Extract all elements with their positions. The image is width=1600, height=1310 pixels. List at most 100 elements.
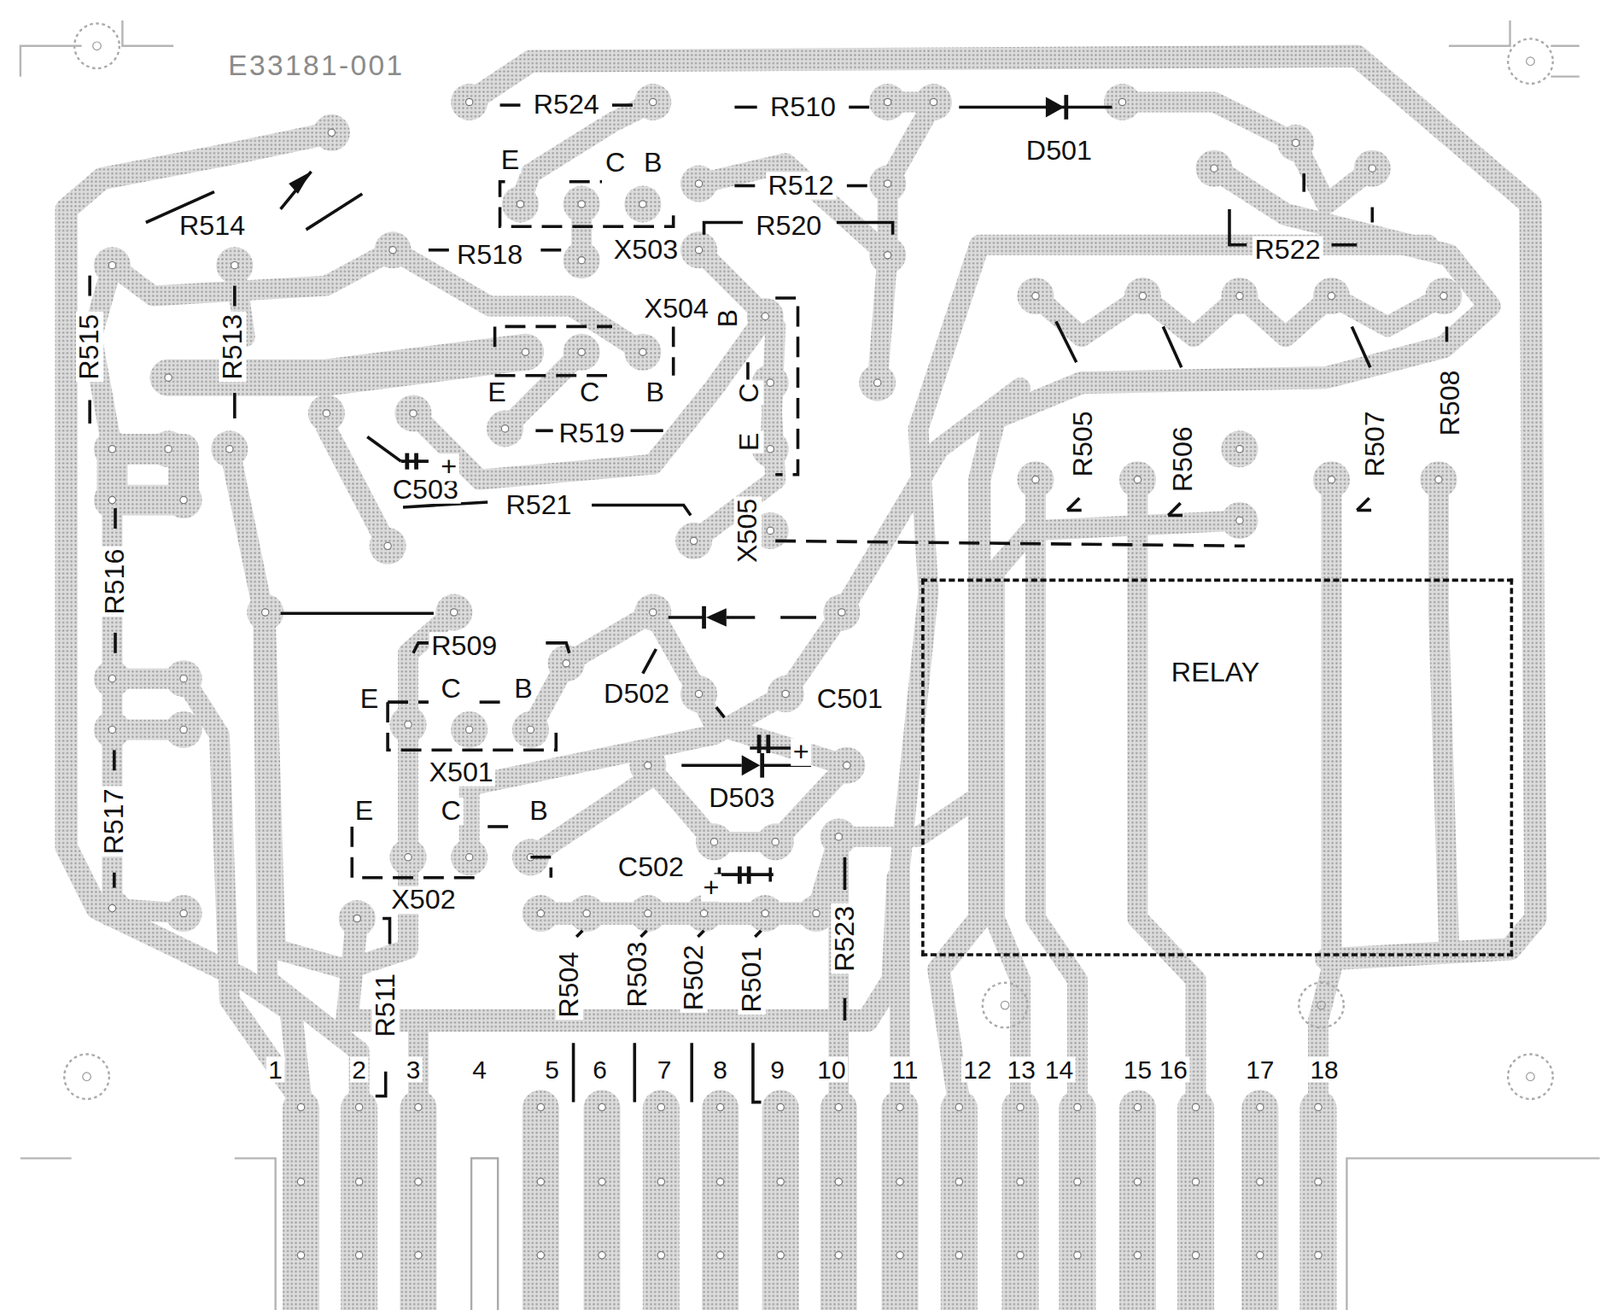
component-symbol (1063, 94, 1069, 120)
relay-outline: RELAY (921, 578, 1513, 957)
drill-hole (466, 725, 473, 733)
copper-trace (1035, 479, 1078, 1103)
solder-pad (394, 394, 432, 432)
copper-trace (530, 612, 653, 730)
finger-via (297, 1103, 304, 1110)
solder-pad (869, 83, 906, 121)
leader-line (630, 428, 664, 433)
finger-via (716, 1178, 724, 1186)
drill-hole (180, 674, 187, 682)
board-edge (1346, 1157, 1600, 1310)
drill-hole (231, 262, 239, 269)
finger-via (1016, 1103, 1024, 1110)
part-label: R520 (753, 212, 824, 240)
mounting-holes (64, 23, 1554, 1099)
finger-via (1074, 1103, 1081, 1110)
drill-hole (1236, 516, 1244, 524)
part-label: R505 (1069, 408, 1098, 479)
diode-symbol (1045, 97, 1065, 118)
finger-via (355, 1178, 363, 1186)
solder-pad (767, 675, 805, 713)
drill-hole (1236, 445, 1244, 453)
copper-trace (346, 877, 898, 1021)
drill-hole (689, 537, 697, 544)
edge-finger (701, 1089, 739, 1310)
transistor-outline (671, 326, 676, 375)
part-label: E (498, 145, 521, 174)
drill-hole (1118, 98, 1126, 106)
board-edge (1448, 20, 1511, 47)
solder-pad (507, 333, 544, 371)
relay-label: RELAY (1168, 659, 1262, 687)
drill-hole (812, 909, 820, 917)
solder-pad (563, 185, 601, 222)
drill-hole (883, 251, 891, 259)
board-outline (20, 20, 1600, 1310)
leader-line (1356, 497, 1369, 510)
mounting-hole (1507, 38, 1554, 84)
leader-line (734, 105, 757, 110)
leader-line (572, 1042, 576, 1102)
leader-line (280, 171, 312, 210)
pin-number: 9 (768, 1056, 787, 1082)
drill-hole (180, 496, 187, 503)
leader-line (375, 1071, 386, 1097)
finger-via (835, 1251, 842, 1259)
drill-hole (883, 180, 891, 187)
finger-via (1191, 1178, 1199, 1186)
transistor-outline (775, 540, 1245, 546)
drill-hole (1138, 291, 1146, 299)
finger-via (1314, 1251, 1322, 1259)
solder-pad (1313, 461, 1350, 498)
drill-hole (404, 853, 412, 861)
drill-hole (1236, 291, 1244, 299)
edge-finger (1299, 1089, 1337, 1310)
mounting-hole-centre (1526, 1072, 1536, 1081)
drill-hole (694, 180, 702, 187)
edge-finger (762, 1089, 800, 1310)
finger-via (1256, 1103, 1264, 1110)
solder-pad (93, 889, 131, 927)
finger-via (1074, 1178, 1081, 1186)
solder-pad (1016, 277, 1054, 315)
leader-line (112, 872, 117, 888)
part-label: B (714, 307, 742, 330)
drill-hole (694, 689, 702, 697)
drill-hole (450, 608, 458, 616)
solder-pad (512, 711, 549, 748)
solder-pad (634, 83, 672, 121)
leader-line (1162, 326, 1182, 368)
component-symbol (759, 753, 765, 778)
leader-line (734, 184, 755, 188)
solder-pad (374, 231, 412, 269)
edge-finger (820, 1089, 858, 1310)
component-symbol (765, 734, 771, 754)
drill-hole (710, 838, 718, 846)
pin-number: 18 (1308, 1056, 1341, 1082)
part-label: + (700, 874, 722, 902)
solder-pad (93, 659, 131, 697)
drill-hole (466, 853, 473, 861)
part-label: R504 (555, 949, 584, 1020)
leader-line (500, 103, 521, 107)
leader-line (846, 184, 868, 188)
part-label: C502 (615, 853, 686, 882)
part-label: C (603, 149, 628, 177)
leader-line (113, 508, 117, 529)
transistor-outline (495, 326, 613, 347)
solder-pad (308, 394, 345, 432)
board-edge (122, 20, 174, 47)
leader-line (697, 930, 704, 937)
part-label: E (352, 797, 375, 825)
copper-trace (1137, 479, 1196, 1103)
mounting-hole-centre (82, 1072, 92, 1081)
solder-pad (695, 823, 733, 860)
leader-line (681, 763, 742, 767)
edge-finger (1119, 1089, 1157, 1310)
component-symbol (414, 453, 419, 470)
drill-hole (226, 445, 234, 453)
diode-symbol (706, 607, 727, 627)
leader-line (768, 867, 772, 882)
copper-trace (938, 168, 1490, 1102)
solder-pad (624, 185, 661, 222)
